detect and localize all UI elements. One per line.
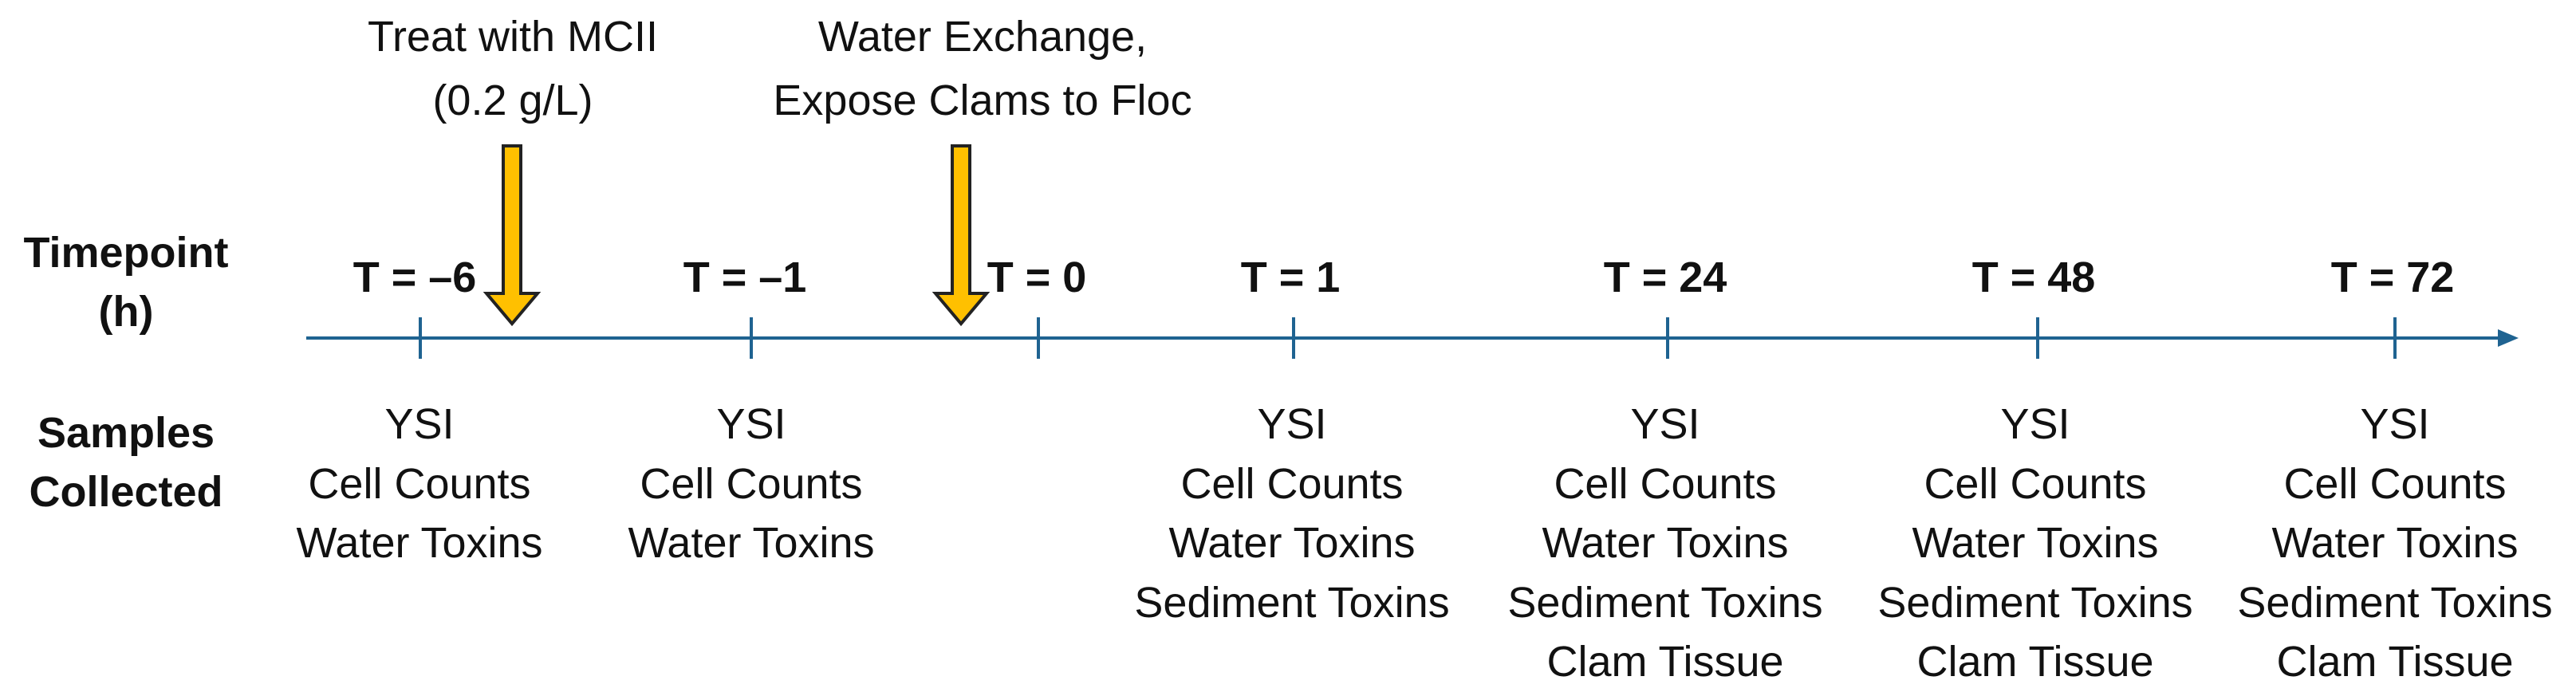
sample-item: YSI (2000, 400, 2070, 448)
timepoint-label: T = 24 (1603, 254, 1727, 301)
sample-item: YSI (384, 400, 455, 448)
event-treat-line1: Treat with MCII (367, 13, 659, 61)
axis-arrowhead-icon (2498, 329, 2519, 347)
sample-item: Cell Counts (2283, 459, 2507, 508)
row-label-samples-line1: Samples (37, 409, 215, 457)
sample-item: Cell Counts (308, 459, 531, 508)
sample-item: Water Toxins (1542, 519, 1789, 567)
sample-item: Sediment Toxins (1507, 578, 1823, 627)
sample-item: Clam Tissue (1916, 638, 2154, 686)
timepoint-label: T = 48 (1971, 254, 2096, 301)
sample-item: Cell Counts (1554, 459, 1777, 508)
timepoint-label: T = –6 (353, 254, 477, 301)
sample-item: Clam Tissue (1546, 638, 1784, 686)
timepoint-label: T = 72 (2330, 254, 2455, 301)
event-exchange-line2: Expose Clams to Floc (773, 77, 1192, 124)
event-water-exchange: Water Exchange, Expose Clams to Floc (773, 5, 1191, 132)
sample-item: Cell Counts (1180, 459, 1404, 508)
sample-item: Water Toxins (296, 519, 543, 567)
sample-item: Sediment Toxins (2237, 578, 2553, 627)
sample-item: YSI (1630, 400, 1700, 448)
row-label-timepoint-line1: Timepoint (23, 229, 229, 277)
down-arrow-icon (932, 144, 991, 327)
event-treat-mcii: Treat with MCII (0.2 g/L) (368, 5, 658, 132)
row-label-timepoint: Timepoint (h) (0, 223, 254, 341)
row-label-samples-line2: Collected (29, 468, 223, 516)
sample-item: Cell Counts (1924, 459, 2147, 508)
row-label-samples: Samples Collected (0, 403, 254, 521)
timepoint-label: T = 0 (987, 254, 1087, 301)
down-arrow-icon (483, 144, 542, 327)
timepoint-label: T = 1 (1240, 254, 1341, 301)
sample-item: YSI (2360, 400, 2430, 448)
sample-item: Water Toxins (1168, 519, 1416, 567)
timepoint-label: T = –1 (683, 254, 807, 301)
row-label-timepoint-line2: (h) (98, 288, 154, 336)
sample-item: Sediment Toxins (1877, 578, 2193, 627)
sample-item: Cell Counts (640, 459, 863, 508)
event-exchange-line1: Water Exchange, (817, 13, 1148, 61)
event-treat-line2: (0.2 g/L) (432, 77, 593, 124)
sample-item: Clam Tissue (2276, 638, 2514, 686)
sample-item: Water Toxins (628, 519, 875, 567)
sample-item: YSI (716, 400, 786, 448)
sample-item: Water Toxins (2271, 519, 2519, 567)
sample-item: YSI (1257, 400, 1327, 448)
sample-item: Water Toxins (1912, 519, 2159, 567)
sample-item: Sediment Toxins (1134, 578, 1450, 627)
